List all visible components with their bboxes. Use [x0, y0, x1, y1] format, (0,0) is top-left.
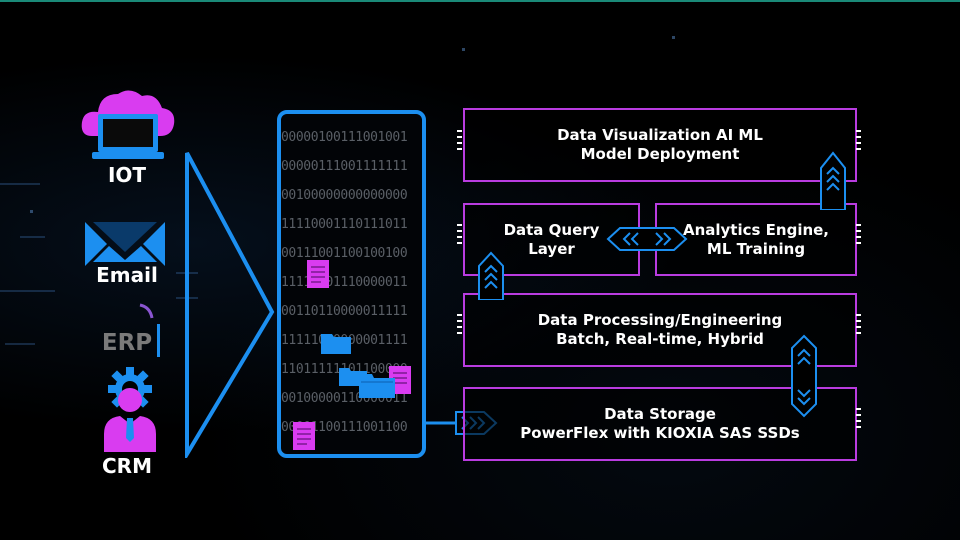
top-accent-line: [0, 0, 960, 2]
binary-row: 11110001110000011: [281, 275, 408, 290]
double-chevron-arrow-icon: [606, 227, 688, 251]
bg-dot: [30, 210, 33, 213]
person-icon: [104, 388, 156, 452]
box-line: ML Training: [706, 239, 806, 258]
source-label-crm: CRM: [102, 454, 152, 478]
funnel-arrow: [185, 152, 275, 458]
binary-row: 00111001100100100: [281, 246, 408, 261]
source-label-erp: ERP: [101, 330, 153, 356]
bg-dash: [5, 343, 35, 345]
box-ticks: [457, 130, 463, 154]
envelope-icon: [85, 222, 165, 266]
bg-dot: [462, 48, 465, 51]
bg-dot: [672, 36, 675, 39]
source-label-iot: IOT: [107, 163, 147, 187]
box-ticks: [856, 224, 862, 248]
double-chevron-arrow-icon: [478, 251, 504, 300]
box-data-storage: Data Storage PowerFlex with KIOXIA SAS S…: [463, 387, 857, 461]
box-analytics-engine: Analytics Engine, ML Training: [655, 203, 857, 276]
box-line: Model Deployment: [580, 145, 740, 163]
binary-row: 00110110000011111: [281, 304, 408, 319]
source-label-email: Email: [96, 263, 158, 287]
bg-dash: [0, 183, 40, 185]
box-ticks: [856, 130, 862, 154]
box-ticks: [457, 224, 463, 248]
box-line: Data Processing/Engineering: [537, 311, 783, 329]
folder-icon: [359, 374, 395, 398]
box-line: Layer: [528, 239, 575, 258]
cloud-laptop-icon: [81, 90, 175, 159]
binary-row: 11111000000001111: [281, 333, 422, 348]
box-line: Data Query: [503, 220, 600, 239]
erp-bracket: [157, 324, 160, 357]
box-line: Data Visualization AI ML: [557, 126, 763, 144]
bg-dash: [20, 236, 45, 238]
double-chevron-arrow-icon: [820, 151, 846, 210]
folder-icon: [321, 334, 351, 354]
binary-row: 11110001110111011: [281, 217, 408, 232]
box-ticks: [457, 314, 463, 338]
box-ticks: [856, 408, 862, 432]
bg-dash: [0, 290, 55, 292]
binary-row: 00000100111001001: [281, 130, 408, 145]
box-line: Data Storage: [604, 405, 716, 423]
document-icon: [293, 422, 315, 450]
box-line: PowerFlex with KIOXIA SAS SSDs: [520, 424, 800, 442]
box-line: Batch, Real-time, Hybrid: [556, 330, 764, 348]
double-chevron-arrow-icon: [791, 334, 817, 418]
data-stream-panel: 00000100111001001 00000111001111111 0010…: [277, 110, 426, 458]
binary-row: 00000111001111111: [281, 159, 408, 174]
box-data-visualization: Data Visualization AI ML Model Deploymen…: [463, 108, 857, 182]
binary-row: 00100000000000000: [281, 188, 408, 203]
spinner-arc-icon: [139, 303, 154, 319]
box-ticks: [856, 314, 862, 338]
box-line: Analytics Engine,: [682, 220, 830, 239]
document-icon: [307, 260, 329, 288]
